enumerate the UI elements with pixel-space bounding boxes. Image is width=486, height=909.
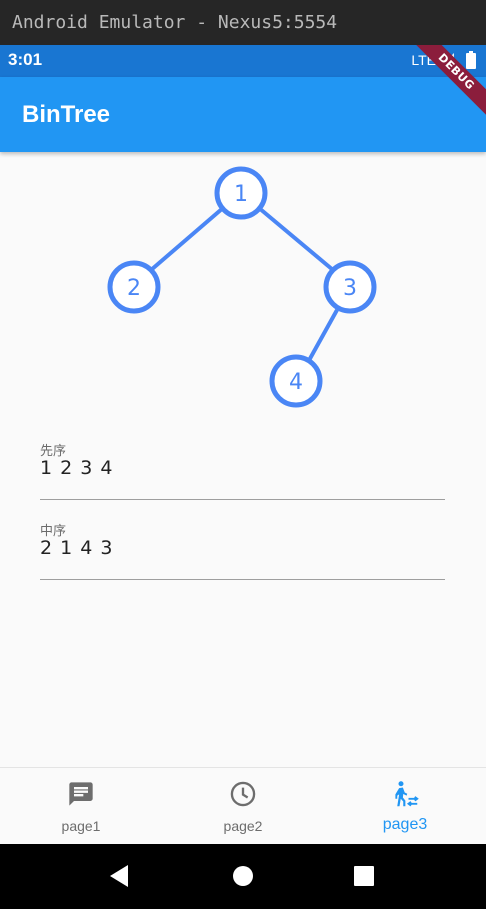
phone-screen: 3:01 LTE DEBUG BinTree 1 2 [0, 45, 486, 909]
emulator-window-title: Android Emulator - Nexus5:5554 [0, 0, 486, 45]
status-time: 3:01 [8, 50, 43, 69]
nav-label-page3: page3 [382, 816, 428, 833]
tree-node-3: 3 [323, 260, 377, 314]
nav-label-page2: page2 [223, 818, 263, 834]
status-bar: 3:01 LTE [0, 45, 486, 77]
message-icon [69, 782, 93, 806]
tree-node-1: 1 [214, 166, 268, 220]
preorder-label: 先序 [40, 444, 67, 459]
edge-1-3 [257, 206, 335, 272]
svg-text:4: 4 [289, 370, 303, 395]
tree-node-4: 4 [269, 354, 323, 408]
edge-1-2 [149, 206, 225, 272]
home-icon[interactable] [232, 864, 254, 888]
preorder-field[interactable]: 先序 1 2 3 4 [40, 440, 445, 500]
svg-text:3: 3 [343, 276, 357, 301]
recents-icon[interactable] [353, 864, 375, 888]
inorder-value: 2 1 4 3 [40, 537, 114, 559]
svg-text:2: 2 [127, 276, 141, 301]
edge-3-4 [305, 309, 339, 365]
walk-transfer-icon [395, 781, 419, 807]
app-title: BinTree [22, 101, 111, 128]
binary-tree: 1 2 3 4 [0, 152, 486, 416]
tree-node-2: 2 [107, 260, 161, 314]
nav-label-page1: page1 [61, 818, 101, 834]
nav-item-page3[interactable]: page3 [324, 768, 486, 845]
battery-icon [466, 51, 476, 69]
clock-icon [230, 781, 256, 807]
system-navigation-bar [0, 844, 486, 909]
app-bar: BinTree [0, 77, 486, 152]
nav-item-page2[interactable]: page2 [162, 768, 324, 845]
svg-text:1: 1 [234, 182, 248, 207]
back-icon[interactable] [108, 864, 130, 888]
inorder-label: 中序 [40, 524, 67, 539]
bottom-navigation: page1 page2 page3 [0, 767, 486, 844]
preorder-value: 1 2 3 4 [40, 457, 114, 479]
nav-item-page1[interactable]: page1 [0, 768, 162, 845]
inorder-field[interactable]: 中序 2 1 4 3 [40, 520, 445, 580]
